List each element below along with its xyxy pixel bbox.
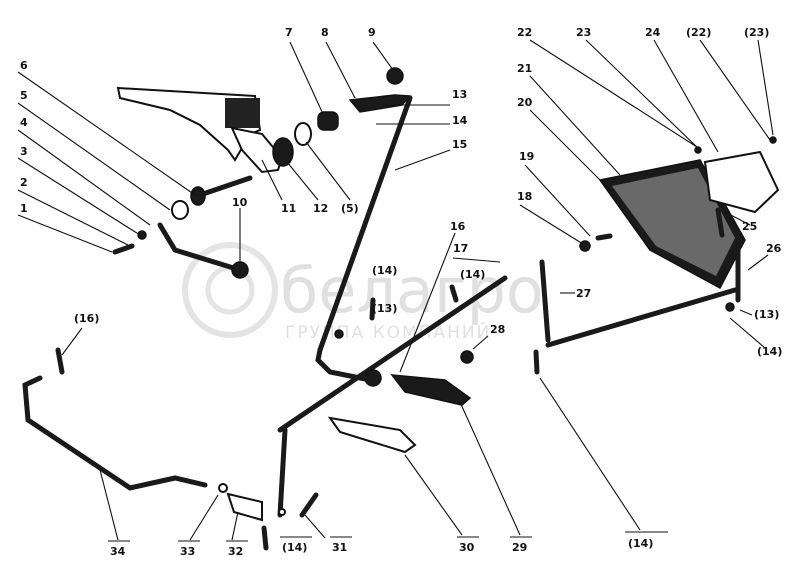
pin-14e [533,349,540,375]
callout-25: 25 [742,220,757,233]
callout-10: 10 [232,196,248,209]
callout-18: 18 [517,190,532,203]
callout-labels: 1 2 3 4 5 6 7 8 9 10 11 12 13 14 15 (5) … [20,26,782,558]
parts [22,67,780,551]
small-bolt [112,243,135,255]
watermark-brand: белагро [280,254,544,327]
callout-5-paren: (5) [341,202,359,215]
callout-7: 7 [285,26,293,39]
cotter-pin-14 [369,297,376,321]
callout-23: 23 [576,26,591,39]
callout-6: 6 [20,59,28,72]
callout-30: 30 [459,541,475,554]
callout-20: 20 [517,96,533,109]
fork-32 [226,492,263,522]
callout-22: 22 [517,26,532,39]
vertical-lever-27 [539,259,551,343]
bolt-22 [694,146,702,154]
bolt-23 [769,136,777,144]
hook-rod [315,347,373,383]
callout-13-paren-a: (13) [372,302,397,315]
small-nut [137,230,147,240]
callout-16-paren: (16) [74,312,99,325]
hex-nut [460,350,474,364]
crank-lever [157,222,243,273]
callout-29: 29 [512,541,527,554]
short-lever [348,94,412,113]
callout-9: 9 [368,26,376,39]
callout-13-top: 13 [452,88,467,101]
callout-31: 31 [332,541,347,554]
callout-19: 19 [519,150,534,163]
callout-11: 11 [281,202,296,215]
bolt [197,175,253,198]
washer-13c [725,302,735,312]
callout-14-top: 14 [452,114,468,127]
callout-14-paren-e: (14) [282,541,307,554]
callout-4: 4 [20,116,28,129]
callout-17: 17 [453,242,468,255]
pedal-cover [703,150,780,214]
callout-14-paren-d: (14) [628,537,653,550]
callout-14-paren-c: (14) [757,345,782,358]
link-rod [545,287,738,348]
callout-21: 21 [517,62,532,75]
callout-13-paren-c: (13) [754,308,779,321]
lower-lever-hole [278,508,286,516]
watermark-tagline: ГРУППА КОМПАНИЙ [285,321,491,343]
washer-33 [218,483,228,493]
crank-hub [231,261,249,279]
link-plate-lower [327,416,417,454]
bolt-31 [299,492,319,518]
callout-1: 1 [20,202,28,215]
pin-16p [55,347,65,375]
callout-5: 5 [20,89,28,102]
callout-27: 27 [576,287,591,300]
callout-14-paren-a: (14) [372,264,397,277]
cotter-pin-17 [449,284,459,303]
callout-34: 34 [110,545,126,558]
callout-24: 24 [645,26,661,39]
spring [317,111,339,131]
long-rod [317,95,413,353]
callout-3: 3 [20,145,28,158]
label-underlines [108,531,668,542]
bushing [272,137,294,167]
pin-14f [261,525,269,551]
flat-washer [171,200,189,220]
callout-8: 8 [321,26,329,39]
main-shaft [277,275,508,433]
callout-33: 33 [180,545,195,558]
callout-2: 2 [20,176,28,189]
lever-plate-edge [225,98,260,128]
bolt-19 [595,233,613,241]
callout-23-paren: (23) [744,26,769,39]
callout-16: 16 [450,220,466,233]
callout-26: 26 [766,242,782,255]
bracket [230,126,284,174]
callout-28: 28 [490,323,505,336]
washer [294,122,312,146]
lower-lever [277,427,288,518]
bent-rod [22,375,208,491]
callout-32: 32 [228,545,243,558]
pedal-pad-grip [612,168,735,276]
bolt-head [190,186,206,206]
link-plate-upper [390,374,472,406]
nut [386,67,404,85]
callout-15: 15 [452,138,467,151]
washer-13 [334,329,344,339]
callout-22-paren: (22) [686,26,711,39]
pedal-stem-25 [715,207,725,238]
callout-12: 12 [313,202,328,215]
callout-14-paren-b: (14) [460,268,485,281]
leader-lines [17,39,774,541]
watermark: белагро ГРУППА КОМПАНИЙ [182,242,544,343]
